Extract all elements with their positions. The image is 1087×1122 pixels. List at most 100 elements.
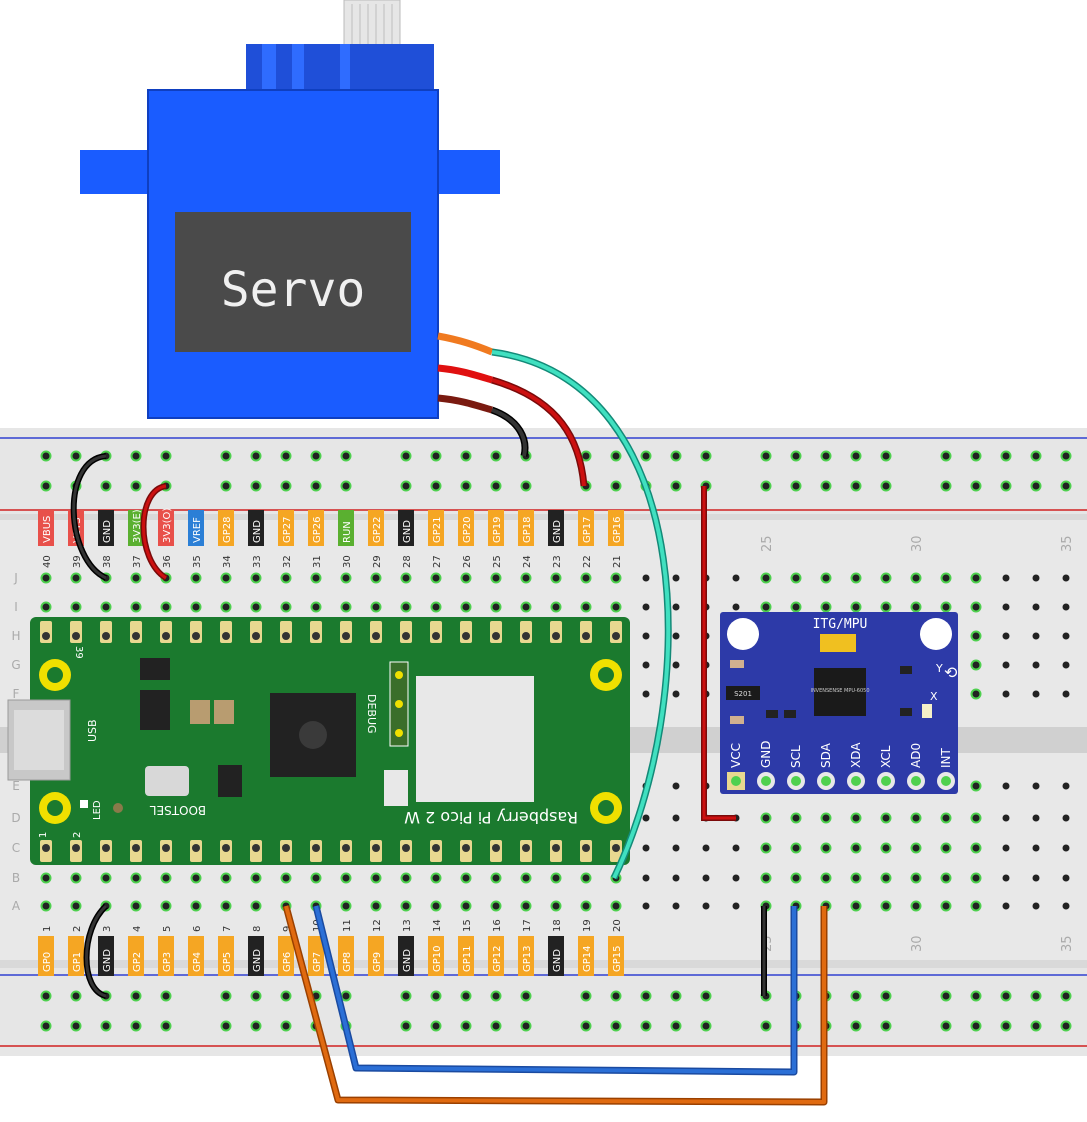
pin-number-label: 23	[552, 555, 563, 568]
terminal-hole	[760, 872, 772, 884]
ic-flash	[140, 690, 170, 730]
terminal-hole	[520, 900, 532, 912]
pin-name-label: GND	[402, 520, 413, 543]
bootsel-label: BOOTSEL	[150, 803, 206, 817]
pin-label-bg	[518, 936, 534, 976]
pin-number-label: 24	[522, 555, 533, 568]
rail-hole	[670, 990, 682, 1002]
rail-hole	[100, 480, 112, 492]
terminal-hole	[880, 812, 892, 824]
mpu-axis-x: X	[930, 690, 938, 703]
pin-name-label: GND	[552, 520, 563, 543]
rail-hole	[130, 450, 142, 462]
terminal-hole	[430, 572, 442, 584]
rail-hole	[940, 990, 952, 1002]
rail-hole	[430, 480, 442, 492]
rail-hole	[700, 450, 712, 462]
pin-number-label: 9	[282, 926, 293, 932]
rail-hole	[520, 480, 532, 492]
led-label: LED	[92, 800, 103, 820]
pico-pad-hole	[132, 844, 140, 852]
row-letter: G	[11, 658, 20, 672]
terminal-hole	[40, 601, 52, 613]
pin-label-bg	[98, 936, 114, 976]
terminal-hole	[702, 874, 710, 882]
rail-hole	[880, 1020, 892, 1032]
mount-hole-center	[47, 800, 63, 816]
mpu-title: ITG/MPU	[813, 617, 868, 632]
terminal-hole	[880, 601, 892, 613]
pin-label-bg	[548, 510, 564, 546]
pin-name-label: 3V3(O)	[162, 508, 173, 543]
terminal-hole	[610, 900, 622, 912]
terminal-hole	[160, 900, 172, 912]
rail-hole	[970, 450, 982, 462]
mpu-pin-hole	[881, 776, 891, 786]
rotation-axis-icon: ⟲	[944, 663, 958, 682]
pin-label-bg	[98, 510, 114, 546]
pin-name-label: GP6	[282, 952, 293, 972]
test-pad	[113, 803, 123, 813]
pin-name-label: GP14	[582, 945, 593, 972]
terminal-hole	[160, 601, 172, 613]
pin-number-label: 18	[552, 919, 563, 932]
rail-hole	[460, 990, 472, 1002]
terminal-hole	[1002, 902, 1010, 910]
servo-wire-orange	[437, 332, 494, 356]
rail-hole	[40, 990, 52, 1002]
terminal-hole	[820, 572, 832, 584]
rail-hole	[490, 450, 502, 462]
pin-label-bg	[428, 936, 444, 976]
rail-hole	[220, 450, 232, 462]
servo-wire-red	[437, 364, 493, 384]
rail-hole	[40, 480, 52, 492]
rail-hole	[220, 990, 232, 1002]
terminal-hole	[642, 661, 650, 669]
rail-hole	[850, 450, 862, 462]
terminal-hole	[1032, 690, 1040, 698]
terminal-hole	[1002, 874, 1010, 882]
pin-labels-top: VBUS40VSYS39GND383V3(E)373V3(O)36VREF35G…	[38, 508, 624, 568]
terminal-hole	[790, 872, 802, 884]
terminal-hole	[880, 842, 892, 854]
wire-mpu-vcc	[702, 486, 736, 820]
pin-name-label: GP0	[42, 952, 53, 972]
terminal-hole	[460, 601, 472, 613]
terminal-hole	[190, 900, 202, 912]
column-number: 35	[1060, 935, 1075, 952]
terminal-hole	[910, 842, 922, 854]
pico-pad-hole	[222, 632, 230, 640]
mpu-resistor	[730, 716, 744, 724]
pico-pad-hole	[402, 632, 410, 640]
pin-name-label: 3V3(E)	[132, 509, 143, 543]
pico-pad-hole	[102, 844, 110, 852]
terminal-hole	[70, 572, 82, 584]
pin-label-bg	[488, 936, 504, 976]
bootsel-button[interactable]	[145, 766, 189, 796]
rail-hole	[700, 1020, 712, 1032]
column-number: 35	[1060, 535, 1075, 552]
terminal-hole	[520, 572, 532, 584]
pin-number-label: 36	[162, 555, 173, 568]
row-letter: A	[12, 899, 21, 913]
terminal-hole	[970, 688, 982, 700]
pico-pad-hole	[612, 632, 620, 640]
terminal-hole	[1002, 603, 1010, 611]
terminal-hole	[642, 814, 650, 822]
terminal-hole	[820, 872, 832, 884]
terminal-hole	[370, 601, 382, 613]
pin-label-bg	[128, 936, 144, 976]
pin-number-label: 19	[582, 919, 593, 932]
rail-hole	[400, 480, 412, 492]
mpu-pin-label: SCL	[789, 745, 803, 768]
pin-label-bg	[458, 936, 474, 976]
rail-hole	[880, 450, 892, 462]
terminal-hole	[100, 872, 112, 884]
pico-pad-hole	[552, 844, 560, 852]
terminal-hole	[642, 574, 650, 582]
terminal-hole	[1062, 574, 1070, 582]
bottom-power-rail	[0, 968, 1087, 1056]
terminal-hole	[1032, 632, 1040, 640]
rail-hole	[670, 450, 682, 462]
rail-hole	[70, 990, 82, 1002]
